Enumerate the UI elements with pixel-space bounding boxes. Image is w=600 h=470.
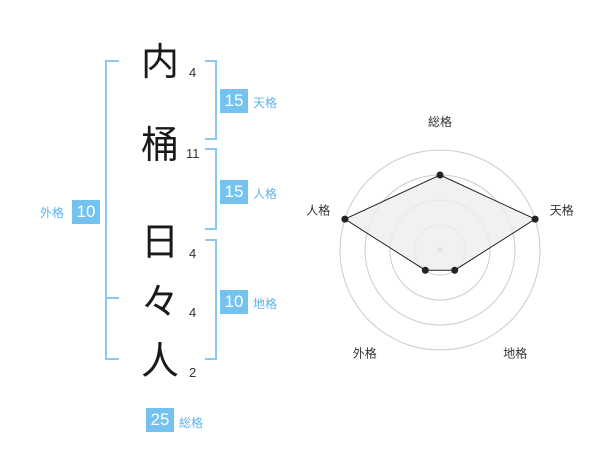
- radar-point-1: [436, 171, 444, 179]
- stroke-count-5: 2: [189, 365, 197, 380]
- name-char-2: 桶: [140, 123, 179, 167]
- chikaku-bracket: [205, 239, 217, 360]
- tenkaku-bracket: [205, 60, 217, 140]
- radar-points: [341, 171, 539, 274]
- gaikaku-bracket: [105, 60, 119, 360]
- jinkaku-badge: 15: [220, 180, 248, 204]
- chikaku-badge: 10: [220, 290, 248, 314]
- gaikaku-label: 外格: [40, 206, 65, 220]
- stroke-count-2: 11: [186, 146, 200, 161]
- name-char-1: 内: [140, 40, 179, 84]
- jinkaku-bracket: [205, 148, 217, 230]
- radar-axis-label: 外格: [353, 346, 377, 361]
- chikaku-label: 地格: [253, 297, 278, 311]
- radar-polygon: [343, 174, 537, 271]
- soukaku-badge: 25: [146, 408, 174, 432]
- radar-axis-label: 人格: [306, 202, 330, 217]
- tenkaku-label: 天格: [253, 96, 278, 110]
- radar-axis-label: 天格: [550, 202, 574, 217]
- stroke-count-1: 4: [189, 65, 197, 80]
- radar-point-3: [451, 266, 459, 274]
- gaikaku-badge: 10: [72, 200, 100, 224]
- name-char-5: 人: [140, 339, 179, 383]
- name-char-3: 日: [140, 220, 179, 264]
- gaikaku-bracket-tick: [105, 297, 119, 299]
- soukaku-label: 総格: [179, 416, 204, 430]
- stroke-count-3: 4: [189, 246, 197, 261]
- tenkaku-badge: 15: [220, 89, 248, 113]
- jinkaku-label: 人格: [253, 187, 278, 201]
- radar-point-5: [341, 215, 349, 223]
- radar-axis-label: 地格: [503, 346, 527, 361]
- radar-point-4: [421, 266, 429, 274]
- name-char-4: 々: [140, 280, 179, 324]
- radar-point-2: [531, 215, 539, 223]
- radar-axis-label: 総格: [428, 114, 452, 129]
- stroke-count-4: 4: [189, 305, 197, 320]
